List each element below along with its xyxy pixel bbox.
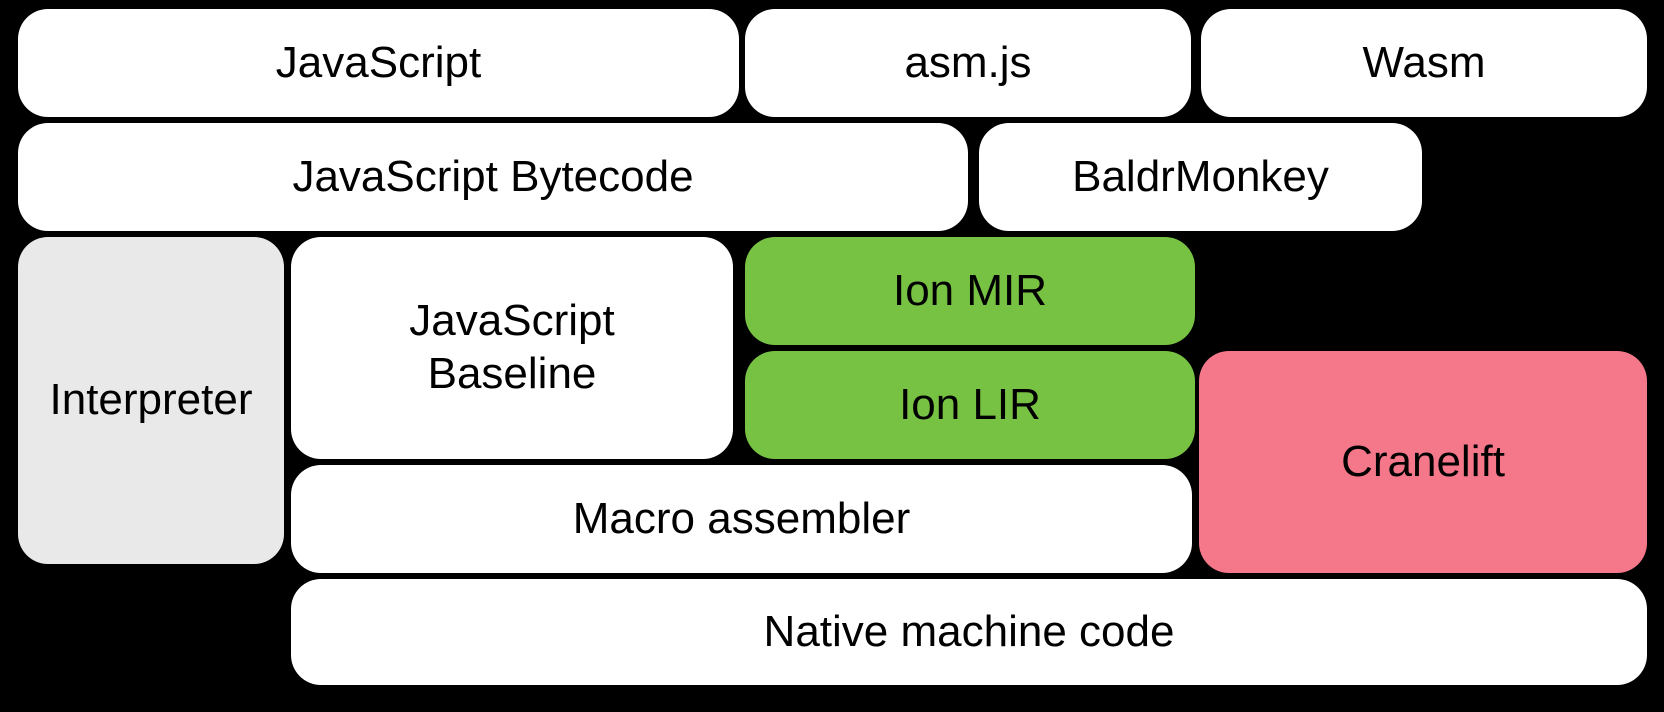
box-ion-mir-label: Ion MIR (892, 265, 1048, 315)
box-interpreter: Interpreter (18, 237, 284, 564)
box-interpreter-label: Interpreter (49, 375, 253, 425)
box-cranelift-label: Cranelift (1341, 436, 1505, 486)
box-wasm-label: Wasm (1362, 37, 1486, 87)
box-macro-assembler: Macro assembler (291, 465, 1192, 573)
box-asmjs: asm.js (745, 9, 1191, 117)
box-javascript-baseline: JavaScript Baseline (291, 237, 733, 459)
box-wasm: Wasm (1201, 9, 1647, 117)
box-macro-assembler-label: Macro assembler (572, 493, 911, 543)
box-ion-lir-label: Ion LIR (899, 379, 1041, 429)
box-native-machine-code: Native machine code (291, 579, 1647, 685)
box-ion-mir: Ion MIR (745, 237, 1195, 345)
box-javascript-bytecode-label: JavaScript Bytecode (292, 151, 694, 201)
box-native-machine-code-label: Native machine code (763, 606, 1175, 656)
box-javascript: JavaScript (18, 9, 739, 117)
box-ion-lir: Ion LIR (745, 351, 1195, 459)
box-cranelift: Cranelift (1199, 351, 1647, 573)
box-baldrmonkey: BaldrMonkey (979, 123, 1422, 231)
box-javascript-bytecode: JavaScript Bytecode (18, 123, 968, 231)
box-javascript-baseline-label: JavaScript Baseline (409, 296, 615, 398)
box-asmjs-label: asm.js (904, 37, 1032, 87)
box-javascript-label: JavaScript (275, 37, 482, 87)
box-baldrmonkey-label: BaldrMonkey (1072, 151, 1329, 201)
